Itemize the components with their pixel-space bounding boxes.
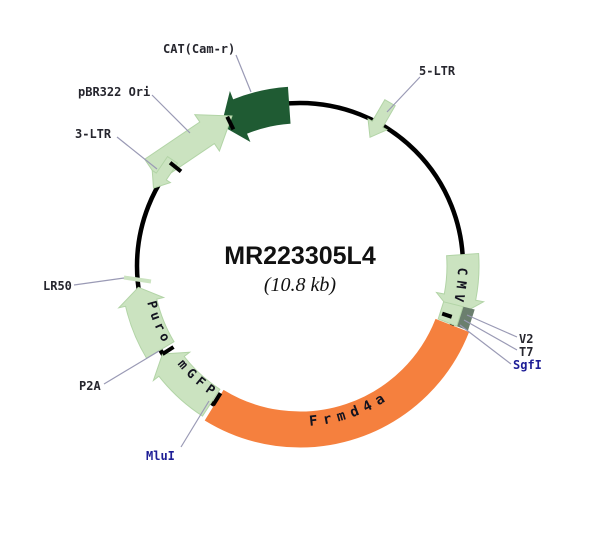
feature-arc-frmd4a — [204, 318, 470, 448]
plasmid-size: (10.8 kb) — [264, 274, 337, 296]
feature-label-5ltr: 5-LTR — [419, 64, 456, 78]
leader-line-lr50 — [73, 277, 125, 286]
feature-label-p2a: P2A — [79, 379, 101, 393]
leader-line-pbr322-ori — [151, 94, 191, 134]
feature-arrow-5ltr — [367, 99, 396, 139]
junction-tick-pbr-3ltr — [168, 161, 183, 173]
leader-line-sgfi — [459, 324, 512, 365]
leader-line-p2a — [103, 350, 160, 385]
junction-tick-puro-mgfp — [161, 345, 175, 356]
feature-label-sgfi: SgfI — [513, 358, 542, 372]
feature-label-pbr322-ori: pBR322 Ori — [78, 85, 150, 99]
feature-label-cat: CAT(Cam-r) — [163, 42, 235, 56]
leader-line-cat — [235, 54, 252, 93]
feature-arrow-cat — [221, 86, 291, 142]
leader-line-5ltr — [386, 76, 421, 113]
leader-line-v2 — [466, 314, 518, 338]
feature-segment-v2-t7 — [437, 301, 464, 327]
feature-label-t7: T7 — [519, 345, 533, 359]
feature-label-mlui: MluI — [146, 449, 175, 463]
leader-line-3ltr — [116, 136, 158, 170]
junction-tick-mgfp-frmd4a — [211, 392, 223, 407]
leader-line-t7 — [463, 319, 518, 351]
feature-label-lr50: LR50 — [43, 279, 72, 293]
feature-tick-lr50 — [123, 275, 152, 284]
feature-label-v2: V2 — [519, 332, 533, 346]
feature-label-3ltr: 3-LTR — [75, 127, 112, 141]
leader-line-mlui — [180, 400, 210, 448]
feature-arrow-puro — [117, 286, 175, 359]
junction-tick-v2 — [441, 311, 453, 319]
plasmid-name: MR223305L4 — [224, 242, 376, 270]
junction-tick-cat-pbr — [225, 115, 236, 131]
